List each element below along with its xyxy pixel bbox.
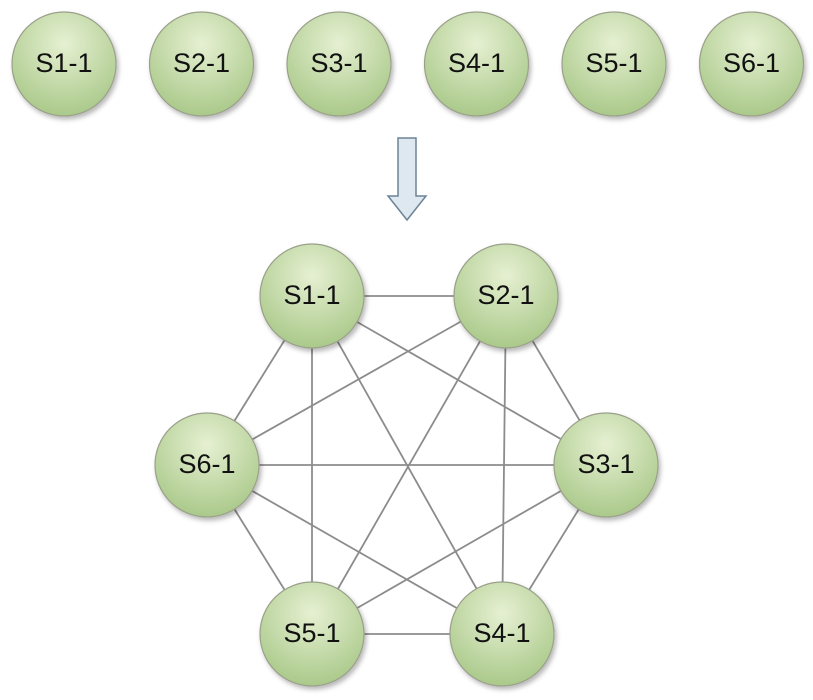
top-node-s4-1-circle xyxy=(423,11,530,117)
mesh-node-s3-1-circle xyxy=(553,412,659,518)
top-node-s5-1-label: S5-1 xyxy=(585,48,642,78)
top-node-s2-1-circle xyxy=(148,11,255,117)
edge-s2-1-to-s6-1 xyxy=(206,295,507,466)
mesh-edges xyxy=(206,295,607,635)
top-node-s4-1: S4-1 xyxy=(423,11,530,117)
mesh-node-s6-1-label: S6-1 xyxy=(178,449,235,479)
mesh-node-s5-1-circle xyxy=(259,581,365,687)
top-node-s6-1-label: S6-1 xyxy=(723,48,780,78)
mesh-node-s5-1-label: S5-1 xyxy=(283,618,340,648)
top-node-s1-1: S1-1 xyxy=(11,11,117,117)
full-mesh-graph: S1-1 S2-1S3-1S4-1 S5-1 S6-1 xyxy=(154,243,659,687)
mesh-node-s1-1-label: S1-1 xyxy=(283,280,340,310)
mesh-node-s2-1-label: S2-1 xyxy=(477,280,534,310)
mesh-node-s4-1: S4-1 xyxy=(449,581,555,687)
mesh-node-s3-1: S3-1 xyxy=(553,412,659,518)
mesh-node-s2-1-circle xyxy=(453,243,559,349)
top-node-s5-1-circle xyxy=(561,11,667,117)
mesh-node-s3-1-label: S3-1 xyxy=(577,449,634,479)
mesh-nodes: S1-1 S2-1S3-1S4-1 S5-1 S6-1 xyxy=(154,243,659,687)
top-node-s3-1-circle xyxy=(286,11,392,117)
top-node-s3-1-label: S3-1 xyxy=(310,48,367,78)
top-node-s4-1-label: S4-1 xyxy=(448,48,505,78)
edge-s3-1-to-s5-1 xyxy=(311,464,607,635)
source-nodes-row: S1-1 S2-1 S3-1 S4-1 S5-1 S6-1 xyxy=(11,11,805,117)
top-node-s3-1: S3-1 xyxy=(286,11,392,117)
mesh-node-s2-1: S2-1 xyxy=(453,243,559,349)
mesh-node-s1-1: S1-1 xyxy=(259,243,365,349)
mesh-node-s4-1-circle xyxy=(449,581,555,687)
top-node-s6-1: S6-1 xyxy=(698,11,805,117)
mesh-node-s1-1-circle xyxy=(259,243,365,349)
edge-s4-1-to-s6-1 xyxy=(206,464,503,635)
top-node-s5-1: S5-1 xyxy=(561,11,667,117)
mesh-node-s4-1-label: S4-1 xyxy=(473,618,530,648)
mesh-node-s6-1-circle xyxy=(154,412,260,518)
edge-s1-1-to-s3-1 xyxy=(311,295,607,466)
top-node-s1-1-circle xyxy=(11,11,117,117)
top-node-s2-1-label: S2-1 xyxy=(173,48,230,78)
down-arrow-icon xyxy=(386,137,428,222)
top-node-s6-1-circle xyxy=(698,11,805,117)
mesh-node-s5-1: S5-1 xyxy=(259,581,365,687)
top-node-s1-1-label: S1-1 xyxy=(35,48,92,78)
mesh-node-s6-1: S6-1 xyxy=(154,412,260,518)
top-node-s2-1: S2-1 xyxy=(148,11,255,117)
